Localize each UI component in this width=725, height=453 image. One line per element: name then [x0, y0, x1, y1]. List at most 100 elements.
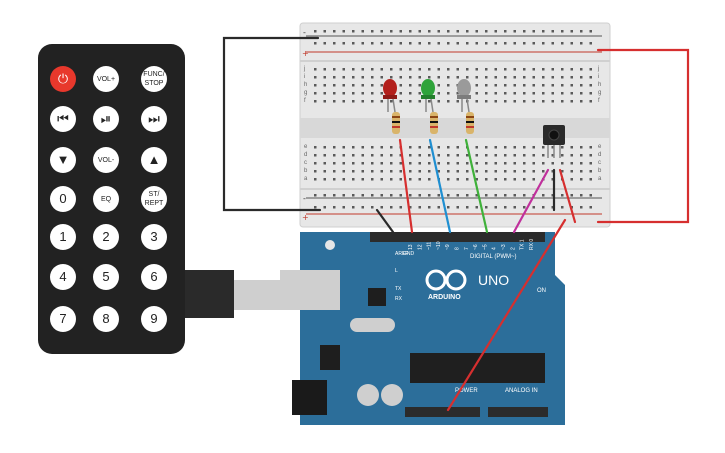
remote-button-eight[interactable]: 8	[93, 306, 119, 332]
remote-button-eq[interactable]: EQ	[93, 186, 119, 212]
remote-button-vol-down[interactable]: VOL-	[93, 147, 119, 173]
wire-blue-led[interactable]	[428, 138, 452, 234]
wire-red-ir[interactable]	[558, 168, 577, 224]
breadboard-hole	[466, 206, 469, 209]
wire-magenta-ir[interactable]	[512, 168, 550, 234]
breadboard-hole	[475, 76, 478, 79]
breadboard-hole	[418, 68, 421, 71]
breadboard-hole	[456, 146, 459, 149]
usb-port[interactable]	[280, 270, 340, 310]
breadboard-hole	[532, 154, 535, 157]
remote-button-st-rept[interactable]: ST/REPT	[141, 186, 167, 212]
breadboard-hole	[551, 100, 554, 103]
digital-pin-label: 2	[510, 247, 516, 250]
breadboard-hole	[561, 68, 564, 71]
breadboard-hole	[409, 100, 412, 103]
remote-button-one[interactable]: 1	[50, 224, 76, 250]
digital-pin-label: ~11	[427, 242, 433, 250]
remote-button-play-pause[interactable]: ⏯	[93, 106, 119, 132]
breadboard-hole	[333, 146, 336, 149]
breadboard-hole	[551, 92, 554, 95]
breadboard-hole	[437, 84, 440, 87]
tx-label: TX	[395, 286, 402, 292]
breadboard-hole	[485, 154, 488, 157]
remote-button-zero[interactable]: 0	[50, 186, 76, 212]
breadboard-hole	[561, 146, 564, 149]
capacitor-1	[357, 384, 379, 406]
remote-button-vol-up[interactable]: VOL+	[93, 66, 119, 92]
breadboard-hole	[523, 68, 526, 71]
resistor-3[interactable]	[466, 112, 474, 134]
breadboard-hole	[494, 162, 497, 165]
breadboard-hole	[494, 42, 497, 45]
breadboard-hole	[371, 42, 374, 45]
breadboard-hole	[314, 92, 317, 95]
breadboard-hole	[333, 76, 336, 79]
breadboard-hole	[390, 100, 393, 103]
ir-receiver[interactable]	[543, 125, 565, 158]
remote-button-three[interactable]: 3	[141, 224, 167, 250]
breadboard-hole	[314, 146, 317, 149]
remote-button-four[interactable]: 4	[50, 264, 76, 290]
breadboard-hole	[456, 76, 459, 79]
svg-text:-: -	[303, 28, 306, 37]
remote-button-next[interactable]: ⏭	[141, 106, 167, 132]
breadboard-hole	[523, 154, 526, 157]
svg-text:-: -	[303, 194, 306, 203]
wire-red-loop[interactable]	[596, 48, 690, 224]
breadboard-hole	[409, 68, 412, 71]
breadboard-hole	[323, 154, 326, 157]
breadboard-hole	[589, 100, 592, 103]
remote-button-up[interactable]: ▲	[141, 147, 167, 173]
breadboard-hole	[466, 178, 469, 181]
breadboard-hole	[323, 84, 326, 87]
remote-button-nine[interactable]: 9	[141, 306, 167, 332]
remote-button-down[interactable]: ▼	[50, 147, 76, 173]
wire-black-gnd[interactable]	[375, 208, 395, 234]
breadboard-hole	[523, 42, 526, 45]
power-jack[interactable]	[292, 380, 327, 415]
breadboard-hole	[494, 170, 497, 173]
breadboard-hole	[551, 206, 554, 209]
breadboard-hole	[418, 206, 421, 209]
breadboard-hole	[456, 42, 459, 45]
digital-pin-label: TX 1	[520, 239, 526, 250]
breadboard-hole	[475, 194, 478, 197]
breadboard-hole	[390, 162, 393, 165]
led-green[interactable]	[421, 79, 435, 113]
breadboard-hole	[504, 206, 507, 209]
remote-button-seven[interactable]: 7	[50, 306, 76, 332]
breadboard-hole	[570, 162, 573, 165]
breadboard-hole	[361, 42, 364, 45]
digital-pin-label: 4	[492, 247, 498, 250]
remote-button-power[interactable]: ⏻	[50, 66, 76, 92]
breadboard-hole	[561, 194, 564, 197]
remote-button-five[interactable]: 5	[93, 264, 119, 290]
remote-button-two[interactable]: 2	[93, 224, 119, 250]
reset-button[interactable]	[325, 240, 335, 250]
breadboard-hole	[399, 100, 402, 103]
breadboard-hole	[589, 68, 592, 71]
breadboard-hole	[589, 42, 592, 45]
wire-black-loop[interactable]	[222, 36, 322, 212]
breadboard-hole	[580, 162, 583, 165]
led-gray[interactable]	[457, 79, 471, 113]
wire-red-led[interactable]	[398, 138, 414, 234]
remote-button-prev[interactable]: ⏮	[50, 106, 76, 132]
breadboard-hole	[542, 100, 545, 103]
breadboard-hole	[333, 154, 336, 157]
resistor-1[interactable]	[392, 112, 400, 134]
wire-green-led[interactable]	[464, 138, 489, 234]
breadboard-hole	[409, 30, 412, 33]
remote-button-six[interactable]: 6	[141, 264, 167, 290]
arduino-board[interactable]: ARDUINO UNO DIGITAL (PWM~) POWER ANALOG …	[280, 232, 565, 425]
resistor-2[interactable]	[430, 112, 438, 134]
led-red[interactable]	[383, 79, 397, 113]
wire-red-5v[interactable]	[446, 218, 567, 412]
breadboard-hole	[513, 100, 516, 103]
breadboard-hole	[409, 146, 412, 149]
remote-button-func-stop[interactable]: FUNC/STOP	[141, 66, 167, 92]
breadboard-hole	[504, 92, 507, 95]
breadboard-hole	[390, 76, 393, 79]
breadboard-hole	[399, 84, 402, 87]
